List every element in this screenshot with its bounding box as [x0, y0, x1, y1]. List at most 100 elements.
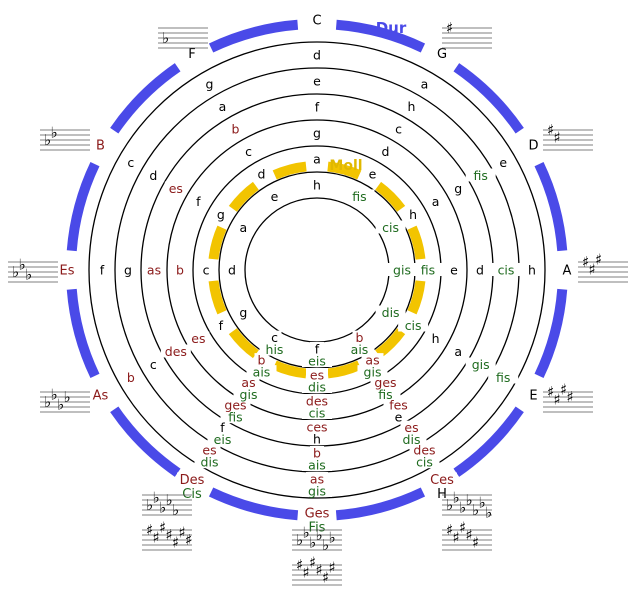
note-label: a — [313, 152, 321, 167]
label-gap — [451, 181, 466, 195]
label-gap — [89, 388, 112, 401]
note-label: des — [165, 344, 187, 359]
label-gap — [473, 263, 487, 276]
flat-sign: ♭ — [44, 393, 51, 411]
label-gap — [391, 410, 406, 424]
sharp-sign: ♯ — [146, 521, 153, 539]
note-label: e — [369, 166, 377, 181]
note-label: cis — [309, 406, 326, 421]
flat-sign: ♭ — [303, 524, 310, 542]
note-label: as — [310, 472, 324, 487]
label-gap — [560, 263, 574, 276]
label-gap — [406, 207, 421, 221]
sharp-sign: ♯ — [446, 521, 453, 539]
note-label: ais — [253, 365, 271, 380]
note-label: d — [382, 144, 390, 159]
major-arc-5 — [453, 406, 524, 477]
flat-sign: ♭ — [64, 388, 71, 406]
note-label: E — [529, 389, 537, 404]
label-gap — [194, 455, 225, 469]
key-signature-11: ♭♭ — [40, 124, 90, 151]
label-gap — [409, 443, 440, 457]
note-label: A — [563, 264, 572, 279]
note-label: H — [437, 487, 447, 502]
label-gap — [383, 398, 414, 412]
sharp-sign: ♯ — [554, 391, 561, 409]
key-signature-8: ♭♭♭♭♭ — [142, 489, 192, 519]
key-signature-5: ♯♯♯♯ — [543, 381, 593, 413]
note-label: gis — [364, 365, 382, 380]
note-label: e — [313, 74, 321, 89]
label-gap — [465, 168, 496, 182]
label-gap — [220, 398, 251, 412]
note-label: G — [437, 47, 447, 62]
major-arc-1 — [335, 19, 426, 53]
label-gap — [447, 263, 461, 276]
label-gap — [177, 472, 207, 486]
major-arc-2 — [453, 63, 524, 134]
key-signature-9: ♭♭♭♭ — [40, 386, 90, 414]
label-gap — [344, 342, 375, 356]
label-gap — [302, 458, 332, 471]
sharp-sign: ♯ — [459, 519, 466, 537]
flat-sign: ♭ — [12, 263, 19, 281]
note-label: b — [176, 263, 184, 278]
key-signature-2: ♯ — [442, 19, 492, 49]
label-gap — [488, 370, 519, 384]
minor-arc-11 — [228, 181, 259, 212]
key-signature-6: ♭♭♭♭♭♭♭ — [442, 489, 492, 522]
flat-sign: ♭ — [51, 386, 58, 404]
label-gap — [398, 318, 429, 332]
label-gap — [213, 207, 228, 221]
label-gap — [302, 394, 332, 407]
sharp-sign: ♯ — [309, 554, 316, 572]
note-label: as — [241, 375, 255, 390]
label-gap — [310, 342, 324, 355]
minor-arc-5 — [375, 328, 406, 359]
note-label: as — [147, 263, 161, 278]
label-gap — [302, 380, 332, 393]
sharp-sign: ♯ — [595, 251, 602, 269]
note-label: b — [313, 446, 321, 461]
note-label: h — [408, 99, 416, 114]
note-label: b — [356, 330, 364, 345]
sharp-sign: ♯ — [172, 534, 179, 552]
major-arc-12 — [208, 19, 299, 53]
note-label: fis — [473, 168, 487, 183]
flat-sign: ♭ — [453, 489, 460, 507]
flat-sign: ♭ — [329, 529, 336, 547]
label-gap — [254, 166, 269, 180]
flat-sign: ♭ — [309, 534, 316, 552]
label-gap — [267, 189, 282, 203]
note-label: es — [310, 368, 324, 383]
minor-arc-8 — [228, 328, 259, 359]
label-gap — [375, 305, 406, 319]
note-label: g — [206, 76, 214, 91]
label-gap — [417, 76, 432, 90]
label-gap — [254, 353, 269, 367]
minor-arc-4 — [407, 280, 426, 315]
label-gap — [526, 138, 541, 151]
note-label: B — [96, 139, 105, 154]
note-label: c — [395, 121, 402, 136]
sharp-sign: ♯ — [185, 531, 192, 549]
sharp-sign: ♯ — [159, 519, 166, 537]
note-label: d — [258, 166, 266, 181]
sharp-sign: ♯ — [166, 526, 173, 544]
note-label: C — [312, 14, 321, 29]
label-gap — [164, 181, 187, 195]
note-label: dis — [382, 305, 400, 320]
sharp-sign: ♯ — [547, 121, 554, 139]
flat-sign: ♭ — [472, 501, 479, 519]
sharp-sign: ♯ — [303, 564, 310, 582]
label-gap — [428, 331, 443, 345]
note-label: Cis — [182, 487, 202, 502]
label-gap — [387, 263, 417, 276]
note-label: fis — [352, 189, 366, 204]
label-gap — [246, 365, 277, 379]
